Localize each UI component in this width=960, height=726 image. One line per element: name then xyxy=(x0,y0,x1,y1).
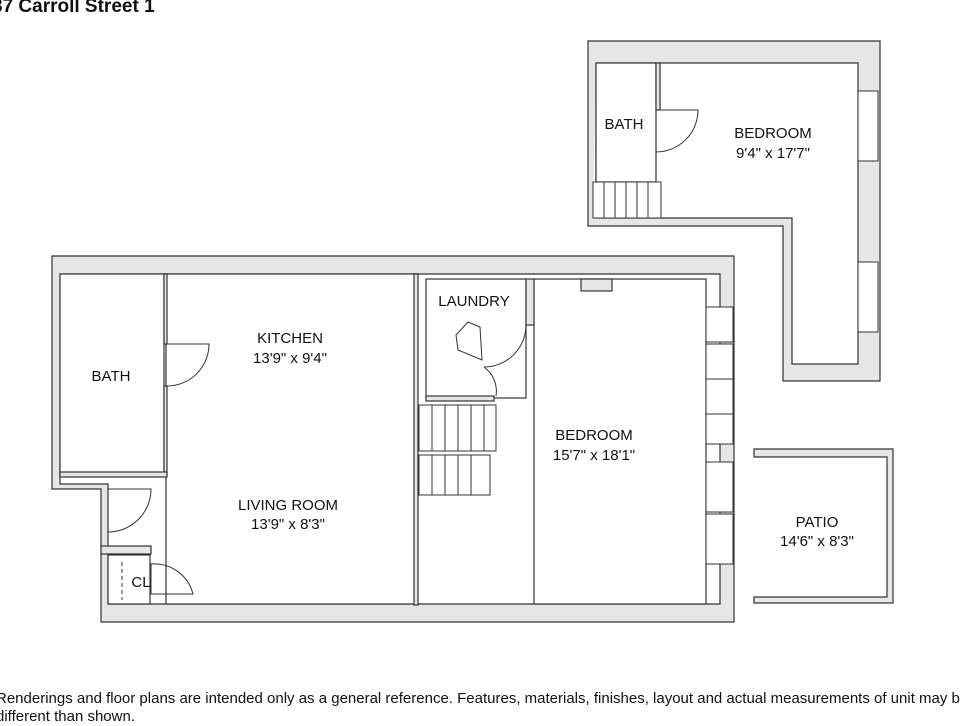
upper-stairs xyxy=(592,181,662,219)
center-partition xyxy=(413,273,419,606)
window xyxy=(857,90,879,162)
laundry-wall xyxy=(525,278,535,326)
room-label-living-room: LIVING ROOM xyxy=(238,497,338,514)
window xyxy=(857,261,879,333)
room-label-upper-bath: BATH xyxy=(605,116,644,133)
door-swings xyxy=(107,109,699,600)
room-label-laundry: LAUNDRY xyxy=(438,293,509,310)
room-size-kitchen: 13'9" x 9'4" xyxy=(253,350,327,367)
closet-room xyxy=(107,554,151,605)
room-size-bedroom: 15'7" x 18'1" xyxy=(553,447,635,464)
room-size-living-room: 13'9" x 8'3" xyxy=(251,516,325,533)
room-label-patio: PATIO xyxy=(796,514,839,531)
laundry-bottom-wall xyxy=(425,395,495,402)
bath-room xyxy=(59,273,165,476)
window xyxy=(705,513,734,565)
upper-interior-wall xyxy=(655,62,661,111)
kitchen-partition xyxy=(163,273,168,345)
room-label-closet: CL xyxy=(131,574,150,591)
bedroom-bump xyxy=(580,278,613,292)
window xyxy=(705,343,734,380)
closet-wall xyxy=(100,545,152,555)
stairs-lower-flight xyxy=(418,454,491,496)
window xyxy=(705,378,734,415)
disclaimer-text: Renderings and floor plans are intended … xyxy=(0,690,960,725)
kitchen-partition-lower xyxy=(163,385,168,476)
bath-bottom-wall xyxy=(59,471,168,478)
room-size-patio: 14'6" x 8'3" xyxy=(780,533,854,550)
listing-title: 37 Carroll Street 1 xyxy=(0,0,155,17)
kitchen-living-room xyxy=(165,273,417,605)
room-label-kitchen: KITCHEN xyxy=(257,330,323,347)
room-label-upper-bedroom: BEDROOM xyxy=(734,125,812,142)
laundry-room xyxy=(425,278,527,399)
window xyxy=(705,413,734,445)
window xyxy=(705,461,734,513)
bedroom-room xyxy=(533,278,707,605)
room-label-bath: BATH xyxy=(92,368,131,385)
room-label-bedroom: BEDROOM xyxy=(555,427,633,444)
window xyxy=(705,306,734,343)
patio-rail xyxy=(753,448,894,604)
room-size-upper-bedroom: 9'4" x 17'7" xyxy=(736,145,810,162)
stair-treads xyxy=(431,182,649,495)
